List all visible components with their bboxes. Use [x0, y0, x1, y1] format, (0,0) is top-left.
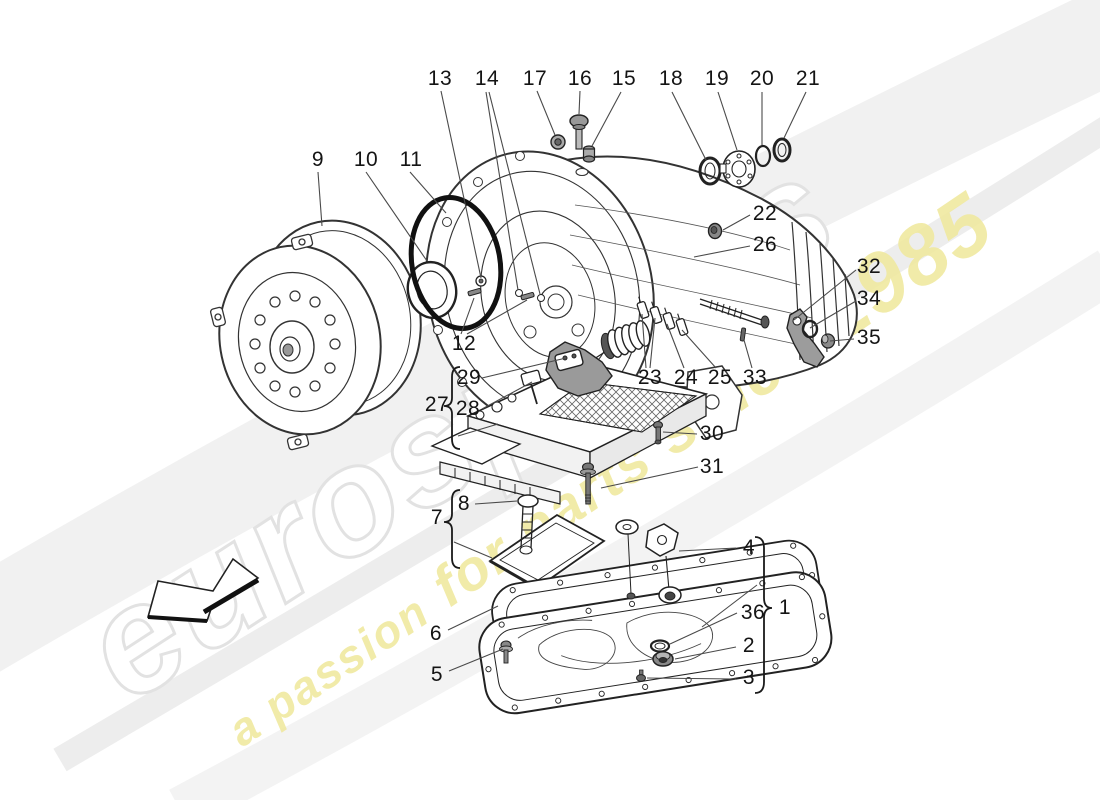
output-flange-19: [719, 150, 756, 188]
converter-rim-tabs: [209, 233, 314, 451]
washer-34: [801, 319, 819, 339]
leader-lines: [317, 90, 857, 680]
screw-3: [636, 669, 646, 682]
seal-21: [772, 137, 792, 163]
plug-22: [707, 222, 723, 240]
pan-interior-channels: [517, 611, 713, 670]
breather-boss: [575, 167, 589, 177]
center-washer: [615, 519, 639, 600]
case-ribs: [569, 204, 813, 346]
housing-o-ring: [408, 195, 504, 331]
pan-bolt-5: [499, 640, 513, 664]
clamp-4: [645, 523, 682, 604]
torque-converter: [209, 219, 422, 451]
connector-29: [554, 348, 584, 372]
pin-33: [739, 327, 747, 342]
nut-35: [820, 333, 836, 349]
swoosh-band-lower: [169, 250, 1100, 800]
bolt-30: [652, 420, 664, 445]
brace-1: [754, 536, 773, 694]
converter-bolt-circle: [249, 290, 341, 398]
valve-body: [430, 341, 709, 505]
pan-bolt-holes: [485, 573, 826, 711]
braces: [443, 366, 773, 694]
o-ring-20: [754, 144, 772, 168]
filler-cap-17: [550, 134, 566, 150]
converter-hub: [282, 343, 294, 357]
brace-7: [443, 489, 461, 569]
breather-valve-16: [569, 114, 589, 150]
fitting-15: [582, 145, 596, 163]
solenoid-valves: [636, 296, 689, 336]
filter-neck: [517, 494, 539, 555]
drain-seal-36: [649, 639, 671, 653]
brace-27: [443, 366, 461, 450]
filter-cap-8: [517, 494, 539, 508]
sensor-28: [520, 369, 542, 405]
bolt-31: [580, 462, 596, 505]
direction-arrow: [146, 557, 260, 623]
drain-plug-2: [652, 651, 674, 667]
oil-pan: [478, 571, 833, 715]
selector-shaft: [699, 298, 770, 329]
